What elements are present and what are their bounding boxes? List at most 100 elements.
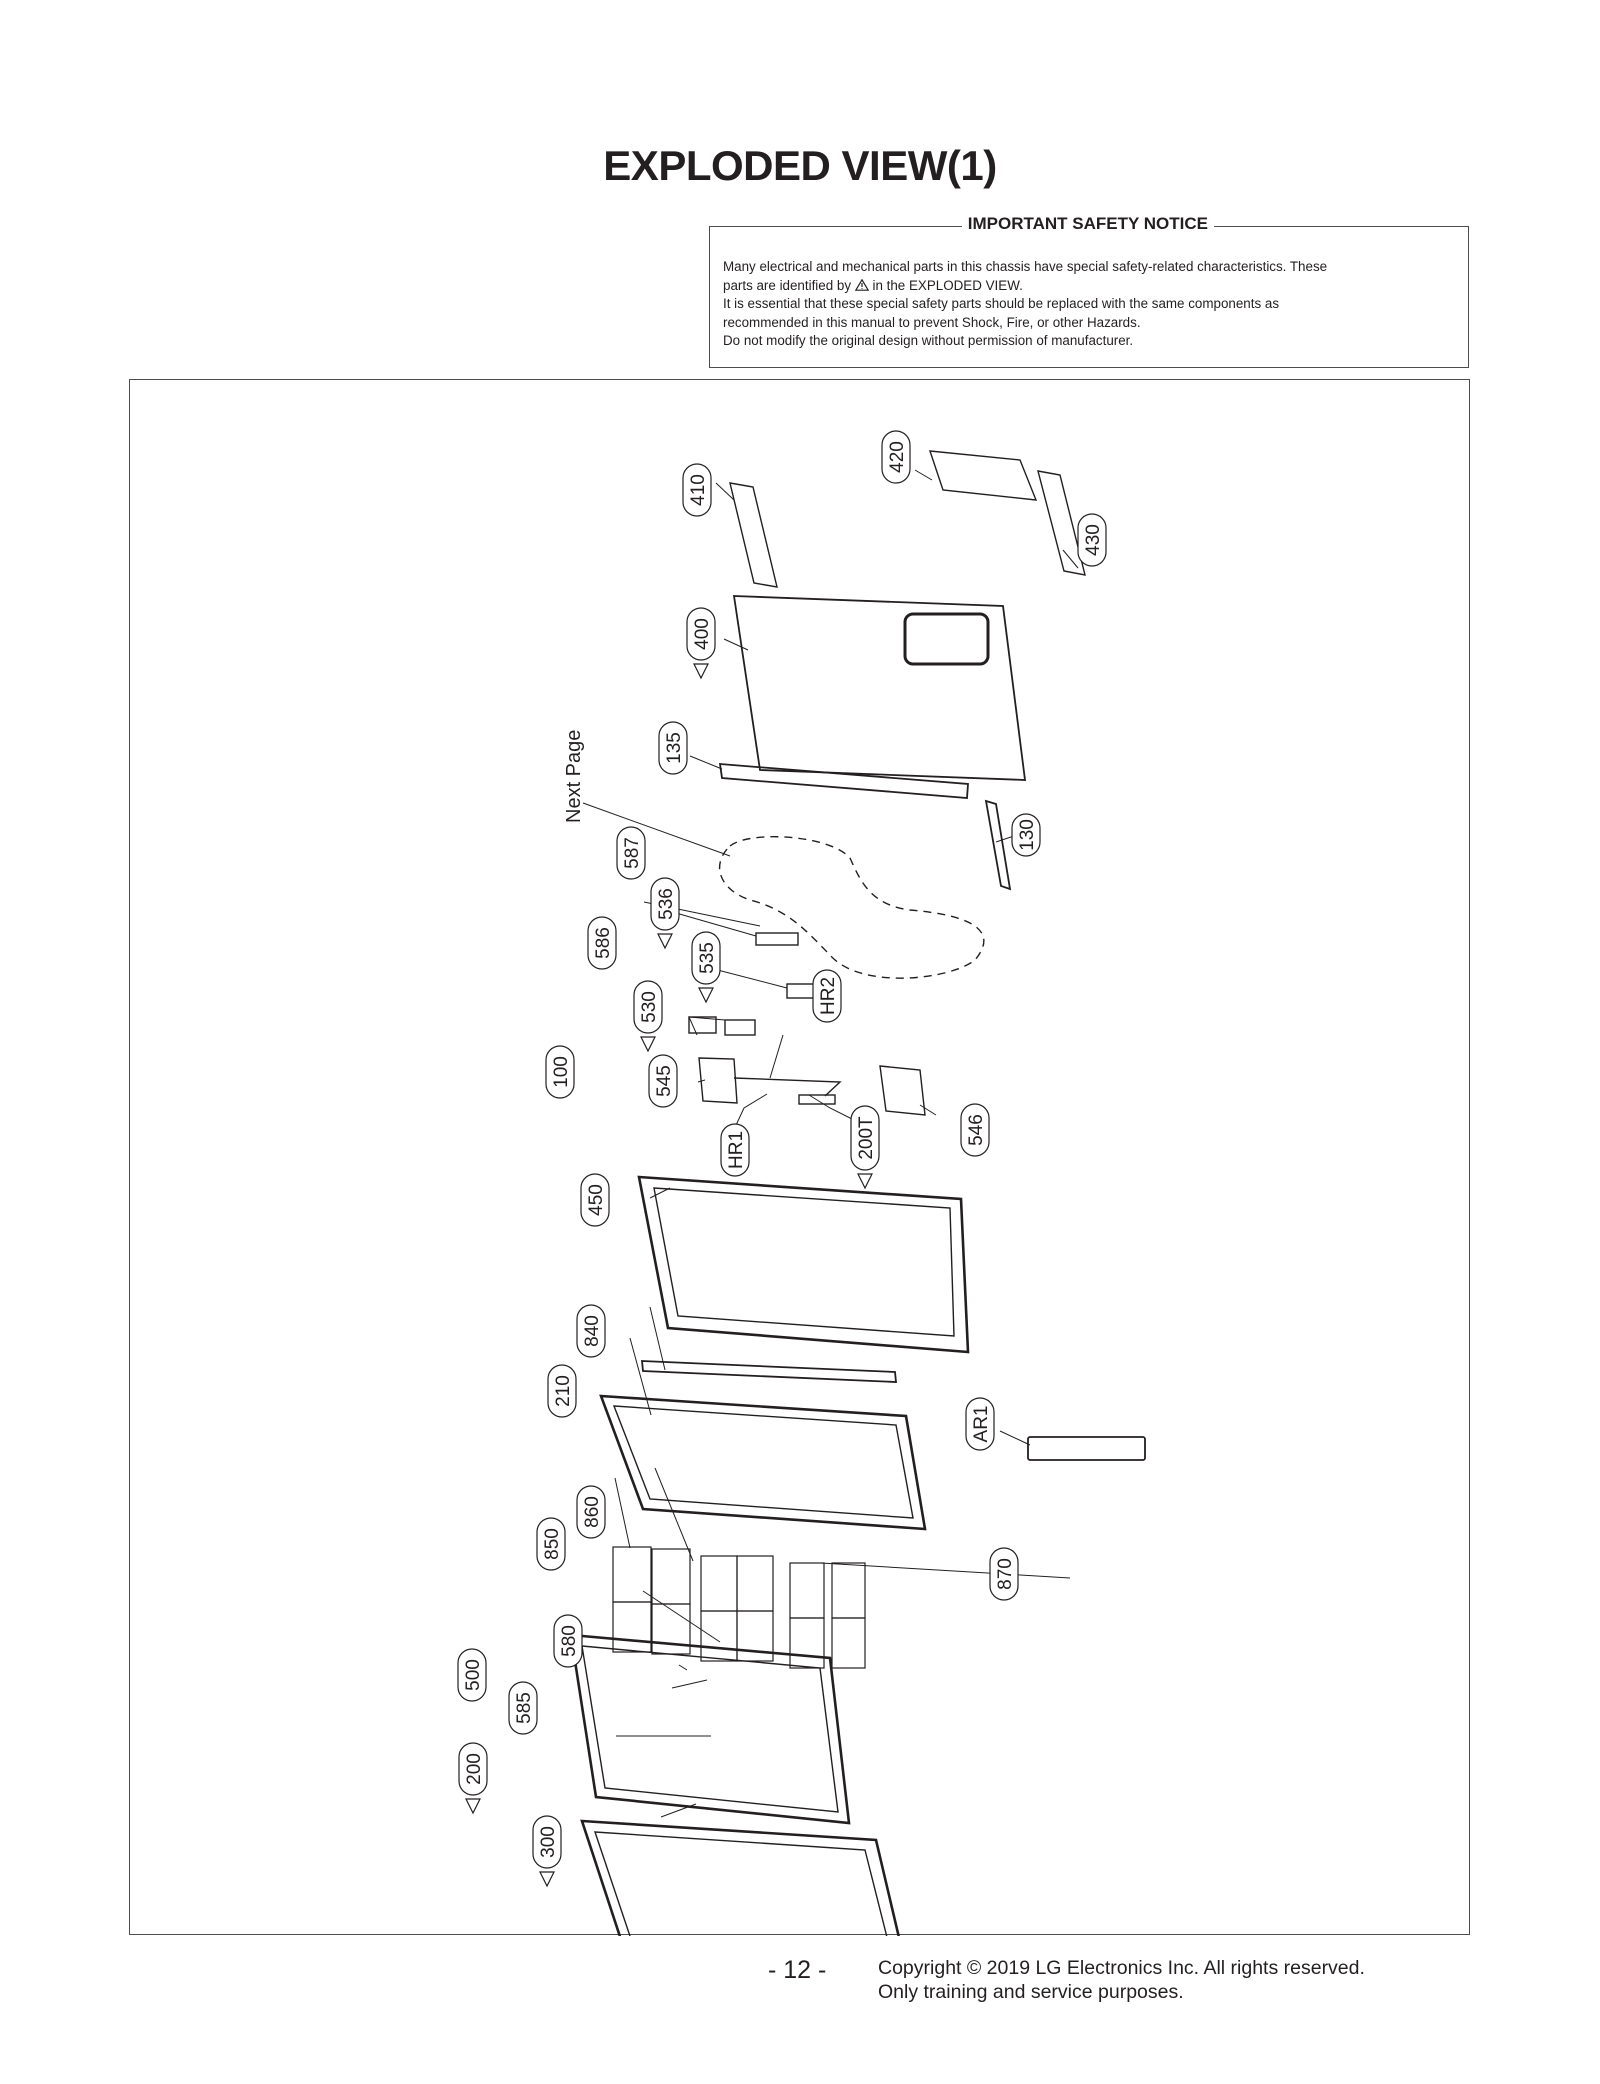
notice-line-1: Many electrical and mechanical parts in … [723, 259, 1328, 274]
notice-line-3: It is essential that these special safet… [723, 296, 1280, 312]
part-546-board [879, 1065, 926, 1116]
svg-text:300: 300 [538, 1826, 559, 1858]
copyright-footer: Copyright © 2019 LG Electronics Inc. All… [878, 1956, 1365, 2004]
exploded-view-drawing: 130 420 410 430 400 135 587 536 586 535 530 100 545… [457, 430, 1146, 1936]
page-number: - 12 - [768, 1956, 827, 1984]
svg-text:840: 840 [582, 1315, 603, 1347]
safety-triangle-icon [465, 1798, 481, 1815]
exploded-view-diagram: 130 420 410 430 400 135 587 536 586 535 530 100 545… [129, 379, 1470, 1936]
part-530-board-a [688, 1016, 717, 1034]
svg-text:870: 870 [995, 1558, 1016, 1590]
svg-text:450: 450 [586, 1184, 607, 1216]
part-200t-board [798, 1094, 836, 1105]
part-400-window [903, 612, 990, 666]
safety-notice-heading: IMPORTANT SAFETY NOTICE [961, 214, 1214, 233]
part-label-420: 420 [881, 430, 911, 484]
svg-text:500: 500 [463, 1659, 484, 1691]
part-label-400: 400 [686, 607, 716, 680]
part-label-410: 410 [682, 463, 712, 517]
part-label-580: 580 [553, 1614, 583, 1668]
part-210-frame [599, 1394, 927, 1531]
notice-line-2: parts are identified by in the EXPLODED … [723, 277, 1023, 293]
part-label-870: 870 [989, 1547, 1019, 1601]
page-title: EXPLODED VIEW(1) [603, 142, 997, 189]
notice-line-5: Do not modify the original design withou… [723, 333, 1134, 349]
svg-text:HR1: HR1 [726, 1131, 747, 1169]
svg-text:200: 200 [464, 1753, 485, 1785]
svg-text:586: 586 [593, 927, 614, 959]
part-410-bracket [729, 482, 778, 588]
safety-notice-text: Many electrical and mechanical parts in … [723, 258, 1455, 351]
svg-text:420: 420 [887, 441, 908, 473]
svg-text:536: 536 [656, 888, 677, 920]
svg-text:200T: 200T [856, 1116, 877, 1160]
svg-text:210: 210 [553, 1375, 574, 1407]
svg-text:AR1: AR1 [971, 1406, 992, 1443]
part-label-135: 135 [658, 721, 688, 775]
part-label-500: 500 [457, 1648, 487, 1702]
svg-text:587: 587 [622, 837, 643, 869]
part-840-bar [641, 1360, 897, 1383]
svg-text:HR2: HR2 [818, 977, 839, 1015]
svg-text:130: 130 [1017, 819, 1038, 851]
part-label-450: 450 [580, 1173, 610, 1227]
svg-text:430: 430 [1083, 524, 1104, 556]
next-page-boards-outline [719, 836, 985, 979]
safety-triangle-icon [539, 1871, 555, 1888]
part-label-hr1: HR1 [720, 1123, 750, 1177]
warning-triangle-icon [854, 278, 869, 291]
part-545-board [698, 1057, 738, 1104]
part-label-546: 546 [960, 1103, 990, 1157]
svg-text:400: 400 [692, 618, 713, 650]
part-530-board-b [724, 1019, 756, 1036]
part-430-bracket [1037, 470, 1086, 576]
copyright-text: Copyright © 2019 LG Electronics Inc. All… [878, 1957, 1365, 1979]
safety-triangle-icon [693, 663, 709, 680]
safety-triangle-icon [640, 1036, 656, 1053]
svg-text:135: 135 [664, 732, 685, 764]
part-label-545: 545 [648, 1054, 678, 1108]
part-label-hr2: HR2 [812, 969, 842, 1023]
part-label-ar1: AR1 [965, 1397, 995, 1451]
part-300-front-frame [580, 1819, 900, 1936]
part-label-840: 840 [576, 1304, 606, 1358]
part-536-board [755, 932, 799, 946]
part-label-200t: 200T [850, 1105, 880, 1190]
svg-text:850: 850 [542, 1528, 563, 1560]
part-450-rear-frame [637, 1175, 970, 1354]
svg-text:580: 580 [559, 1625, 580, 1657]
svg-text:546: 546 [966, 1114, 987, 1146]
next-page-label: Next Page [563, 730, 585, 823]
notice-line-4: recommended in this manual to prevent Sh… [723, 314, 1141, 330]
part-135-speaker-bar [718, 763, 969, 799]
svg-text:410: 410 [688, 474, 709, 506]
part-label-300: 300 [532, 1815, 562, 1888]
safety-notice-box: IMPORTANT SAFETY NOTICE Many electrical … [709, 214, 1469, 368]
part-200-backlight [569, 1633, 851, 1825]
safety-triangle-icon [657, 933, 673, 950]
part-label-587: 587 [616, 826, 646, 880]
part-label-210: 210 [547, 1364, 577, 1418]
svg-text:100: 100 [551, 1056, 572, 1088]
svg-text:860: 860 [582, 1496, 603, 1528]
part-hr-cable [733, 1077, 842, 1097]
svg-text:535: 535 [697, 942, 718, 974]
part-label-536: 536 [650, 877, 680, 950]
svg-text:585: 585 [514, 1692, 535, 1724]
svg-text:545: 545 [654, 1065, 675, 1097]
part-label-430: 430 [1077, 513, 1107, 567]
part-label-530: 530 [633, 980, 663, 1053]
part-label-200: 200 [458, 1742, 488, 1815]
part-label-586: 586 [587, 916, 617, 970]
part-420-board [928, 450, 1038, 501]
part-label-100: 100 [545, 1045, 575, 1099]
purpose-text: Only training and service purposes. [878, 1981, 1184, 2003]
remote-control [1027, 1436, 1146, 1461]
safety-triangle-icon [857, 1173, 873, 1190]
part-400-back-cover [732, 595, 1027, 781]
part-label-860: 860 [576, 1485, 606, 1539]
svg-text:530: 530 [639, 991, 660, 1023]
part-label-585: 585 [508, 1681, 538, 1735]
safety-triangle-icon [698, 987, 714, 1004]
part-label-850: 850 [536, 1517, 566, 1571]
